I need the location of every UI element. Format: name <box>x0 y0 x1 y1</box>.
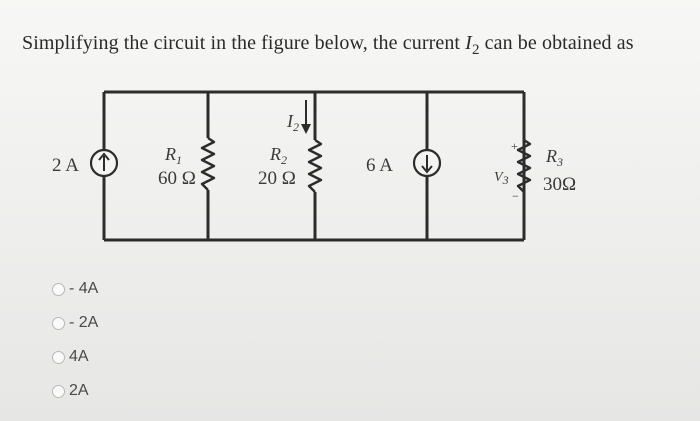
question-current-var: I <box>465 32 472 54</box>
r2-name: R2 <box>269 144 287 167</box>
v3-minus: − <box>512 189 519 203</box>
answer-options: - 4A - 2A 4A 2A <box>52 272 98 408</box>
option-label: - 4A <box>69 280 99 297</box>
option-minus-2a[interactable]: - 2A <box>52 306 98 340</box>
resistor-r3 <box>516 139 532 193</box>
radio-circle-icon[interactable] <box>52 350 65 364</box>
resistor-r1 <box>200 137 216 191</box>
radio-circle-icon[interactable] <box>52 316 65 330</box>
option-4a[interactable]: 4A <box>52 340 98 374</box>
arrow-head-icon <box>301 124 311 134</box>
i2-label: I2 <box>286 111 299 134</box>
option-2a[interactable]: 2A <box>52 374 98 408</box>
arrow-up-icon <box>98 152 110 171</box>
source2-label: 6 A <box>366 155 393 176</box>
resistor-r2 <box>307 139 323 193</box>
option-label: - 2A <box>69 314 99 331</box>
r1-value: 60 Ω <box>158 168 196 189</box>
r3-value: 30Ω <box>543 174 576 195</box>
question-text: Simplifying the circuit in the figure be… <box>22 32 634 59</box>
v3-label: V3 <box>494 170 509 187</box>
arrow-down-icon <box>421 155 433 174</box>
source1-label: 2 A <box>52 155 79 176</box>
question-prefix: Simplifying the circuit in the figure be… <box>22 32 466 54</box>
radio-circle-icon[interactable] <box>52 384 65 398</box>
question-current-sub: 2 <box>471 42 480 58</box>
option-minus-4a[interactable]: - 4A <box>52 272 98 306</box>
r1-name: R1 <box>164 144 182 167</box>
option-label: 2A <box>69 382 89 399</box>
question-suffix: can be obtained as <box>479 32 634 54</box>
r2-value: 20 Ω <box>258 168 296 189</box>
v3-plus: + <box>511 139 518 153</box>
radio-circle-icon[interactable] <box>52 282 65 296</box>
option-label: 4A <box>69 348 89 365</box>
r3-name: R3 <box>545 146 563 169</box>
